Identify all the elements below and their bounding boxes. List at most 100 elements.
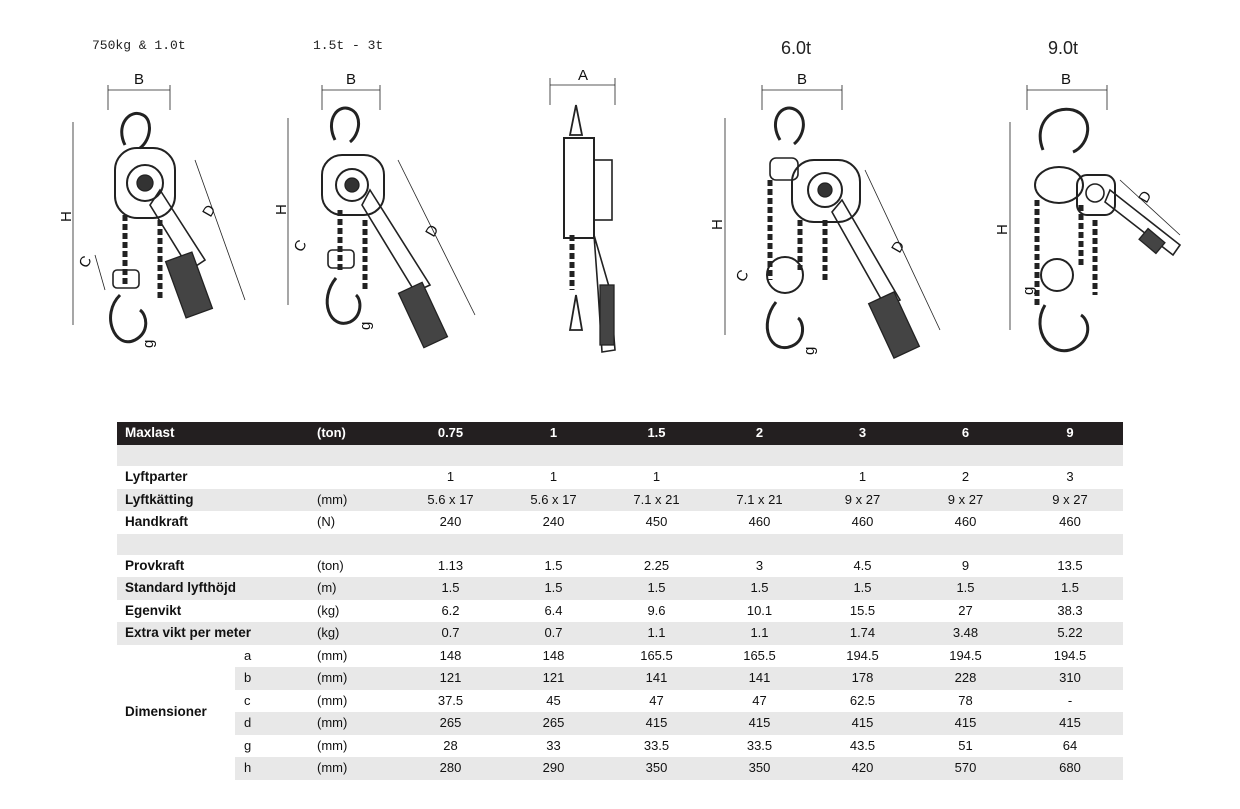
table-cell: 290	[502, 757, 605, 780]
dimension-unit: (mm)	[317, 737, 348, 753]
table-cell: 1.74	[811, 622, 914, 645]
table-cell: 38.3	[1057, 602, 1083, 618]
table-cell: 4.5	[853, 557, 872, 573]
caption-6t: 6.0t	[781, 38, 812, 58]
spacer-cell	[117, 533, 1123, 555]
table-cell: 6.4	[544, 602, 563, 618]
table-cell: 51	[958, 737, 973, 753]
table-cell: 121	[399, 667, 502, 690]
table-cell: 121	[502, 667, 605, 690]
header-unit: (ton)	[317, 422, 399, 445]
dimension-unit: (mm)	[317, 712, 399, 735]
table-cell: 5.6 x 17	[399, 488, 502, 511]
row-label: Egenvikt	[125, 602, 182, 618]
table-cell: 1.1	[708, 622, 811, 645]
table-cell: 194.5	[846, 647, 879, 663]
table-cell: 1.5	[914, 577, 1017, 600]
row-unit: (m)	[317, 577, 399, 600]
table-cell: 0.7	[399, 622, 502, 645]
table-cell: 28	[443, 737, 458, 753]
dim-b-label: B	[134, 71, 144, 88]
table-cell: 310	[1017, 667, 1123, 690]
header-label: Maxlast	[117, 422, 317, 445]
table-cell: 0.7	[502, 622, 605, 645]
dimension-letter: h	[235, 757, 317, 780]
table-cell: 240	[542, 514, 565, 529]
table-cell: 165.5	[743, 647, 776, 663]
table-cell: 33.5	[643, 737, 670, 753]
caption-750kg-1t: 750kg & 1.0t	[92, 38, 186, 53]
hoist-drawing-6t: B H C D g	[700, 30, 960, 370]
dimension-unit: (mm)	[317, 667, 399, 690]
table-cell: 265	[399, 712, 502, 735]
table-cell: 64	[1062, 737, 1078, 753]
dimension-unit: (mm)	[317, 692, 348, 708]
header-capacity-cell: 1.5	[605, 422, 708, 445]
dim-g-label: g	[801, 347, 818, 355]
table-cell: 47	[649, 692, 664, 708]
dim-g-label: g	[140, 340, 157, 348]
table-cell: 460	[1059, 514, 1081, 529]
table-cell: 1.5	[544, 557, 563, 573]
dimension-letter: d	[235, 712, 317, 735]
dim-g-label: g	[357, 322, 374, 330]
row-label: Extra vikt per meter	[117, 622, 317, 645]
table-cell: 265	[502, 712, 605, 735]
table-cell: 415	[914, 712, 1017, 735]
table-cell: 450	[645, 514, 668, 529]
header-capacity-cell: 9	[1017, 422, 1123, 445]
header-capacity-cell: 2	[708, 422, 811, 445]
table-cell: 1.1	[605, 622, 708, 645]
table-cell: 1.5	[1017, 577, 1123, 600]
table-cell: 1	[858, 469, 867, 484]
table-cell: 460	[954, 514, 977, 529]
hoist-drawing-2: B H C D g	[270, 30, 500, 370]
table-cell: 460	[748, 514, 771, 529]
row-unit: (N)	[317, 514, 336, 529]
table-cell: 1.5	[605, 577, 708, 600]
table-cell: 5.6 x 17	[502, 488, 605, 511]
header-capacity-cell: 0.75	[399, 422, 502, 445]
table-cell: 10.1	[746, 602, 773, 618]
table-cell: 228	[914, 667, 1017, 690]
table-cell: 1.5	[399, 577, 502, 600]
table-cell: 5.22	[1017, 622, 1123, 645]
table-cell: 194.5	[949, 647, 982, 663]
table-cell: 1	[652, 469, 661, 484]
table-cell: 9 x 27	[1017, 488, 1123, 511]
table-cell: 350	[708, 757, 811, 780]
table-cell: 1.5	[708, 577, 811, 600]
row-unit: (mm)	[317, 488, 399, 511]
row-label: Lyftkätting	[117, 488, 317, 511]
table-cell: 37.5	[437, 692, 464, 708]
table-cell: 78	[958, 692, 973, 708]
table-cell: 141	[708, 667, 811, 690]
table-cell: 9 x 27	[914, 488, 1017, 511]
table-cell: 3	[755, 557, 764, 573]
table-cell: 415	[811, 712, 914, 735]
dimension-letter: a	[244, 647, 252, 663]
dim-b-label: B	[1061, 71, 1071, 88]
hoist-drawing-1: B H C D g	[55, 30, 265, 370]
table-cell: 1	[446, 469, 455, 484]
table-cell: 62.5	[849, 692, 876, 708]
dim-b-label: B	[346, 71, 356, 88]
header-capacity-cell: 3	[811, 422, 914, 445]
dimension-unit: (mm)	[317, 757, 399, 780]
table-cell: 3.48	[914, 622, 1017, 645]
caption-1-5t-3t: 1.5t - 3t	[313, 38, 384, 53]
table-cell: 6.2	[441, 602, 460, 618]
table-cell: 570	[914, 757, 1017, 780]
table-cell: 27	[958, 602, 973, 618]
table-cell: 7.1 x 21	[605, 488, 708, 511]
table-cell: 141	[605, 667, 708, 690]
